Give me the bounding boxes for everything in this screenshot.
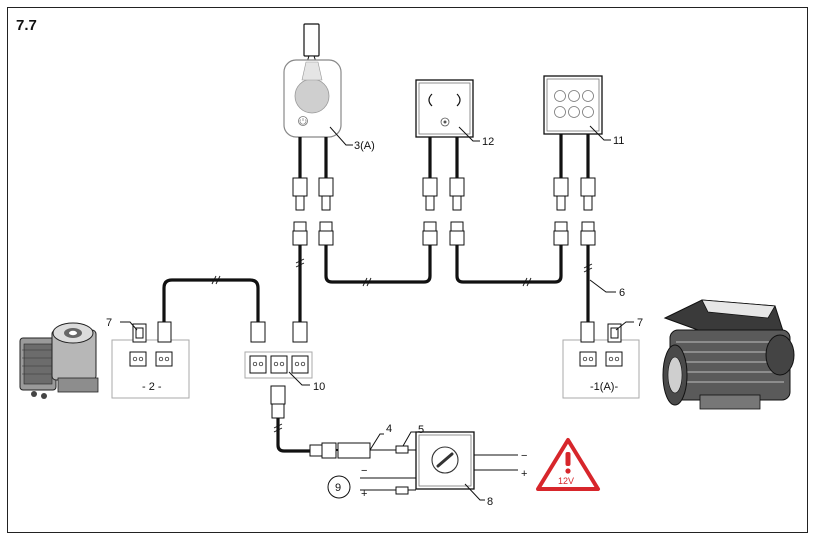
label-panel-11: 11 [613,135,624,147]
warning-triangle-icon [536,438,600,491]
label-terminator-right: 7 [637,317,643,329]
label-panel-12: 12 [482,136,494,148]
control-lever-connectors [292,137,334,246]
hub-power-lead [270,385,371,459]
power-plus-right: + [521,468,527,480]
label-hub-10: 10 [313,381,325,393]
hub-10-connectors [249,321,309,374]
main-switch-8 [415,431,475,490]
thruster-2-motor-image [19,322,99,399]
thruster-1a-motor-image [662,299,795,410]
label-terminator-left: 7 [106,317,112,329]
label-item-5: 5 [418,424,424,436]
label-control-lever: 3(A) [354,140,375,152]
label-item-8: 8 [487,496,493,508]
diagram-frame [7,7,808,533]
power-plus-left: + [361,488,367,500]
label-item-9: 9 [335,482,341,494]
battery-voltage: 12V [558,476,574,486]
thruster-1a-id: -1(A)- [590,381,618,393]
cable-cut-marks [211,258,593,433]
power-minus-left: − [361,465,367,477]
cable-panel12-to-panel11 [455,245,563,284]
thruster-1a-box [562,339,640,399]
label-cable-6: 6 [619,287,625,299]
fuse-5 [395,445,409,454]
label-item-4: 4 [386,423,392,435]
thruster-2-connectors [129,321,173,367]
panel-11 [543,75,603,135]
panel-11-connectors [553,134,596,246]
thruster-2-box [111,339,190,399]
thruster-2-id: - 2 - [142,381,162,393]
cable-lever-to-panel12 [324,245,432,284]
panel-12-connectors [422,137,465,246]
item-9-circle [327,475,351,499]
section-number: 7.7 [16,17,37,34]
fuse-lower [395,486,409,495]
cable-left-thruster-to-hub [162,278,260,322]
control-lever-3a [283,23,342,138]
power-minus-right: − [521,450,527,462]
panel-12 [415,79,474,138]
